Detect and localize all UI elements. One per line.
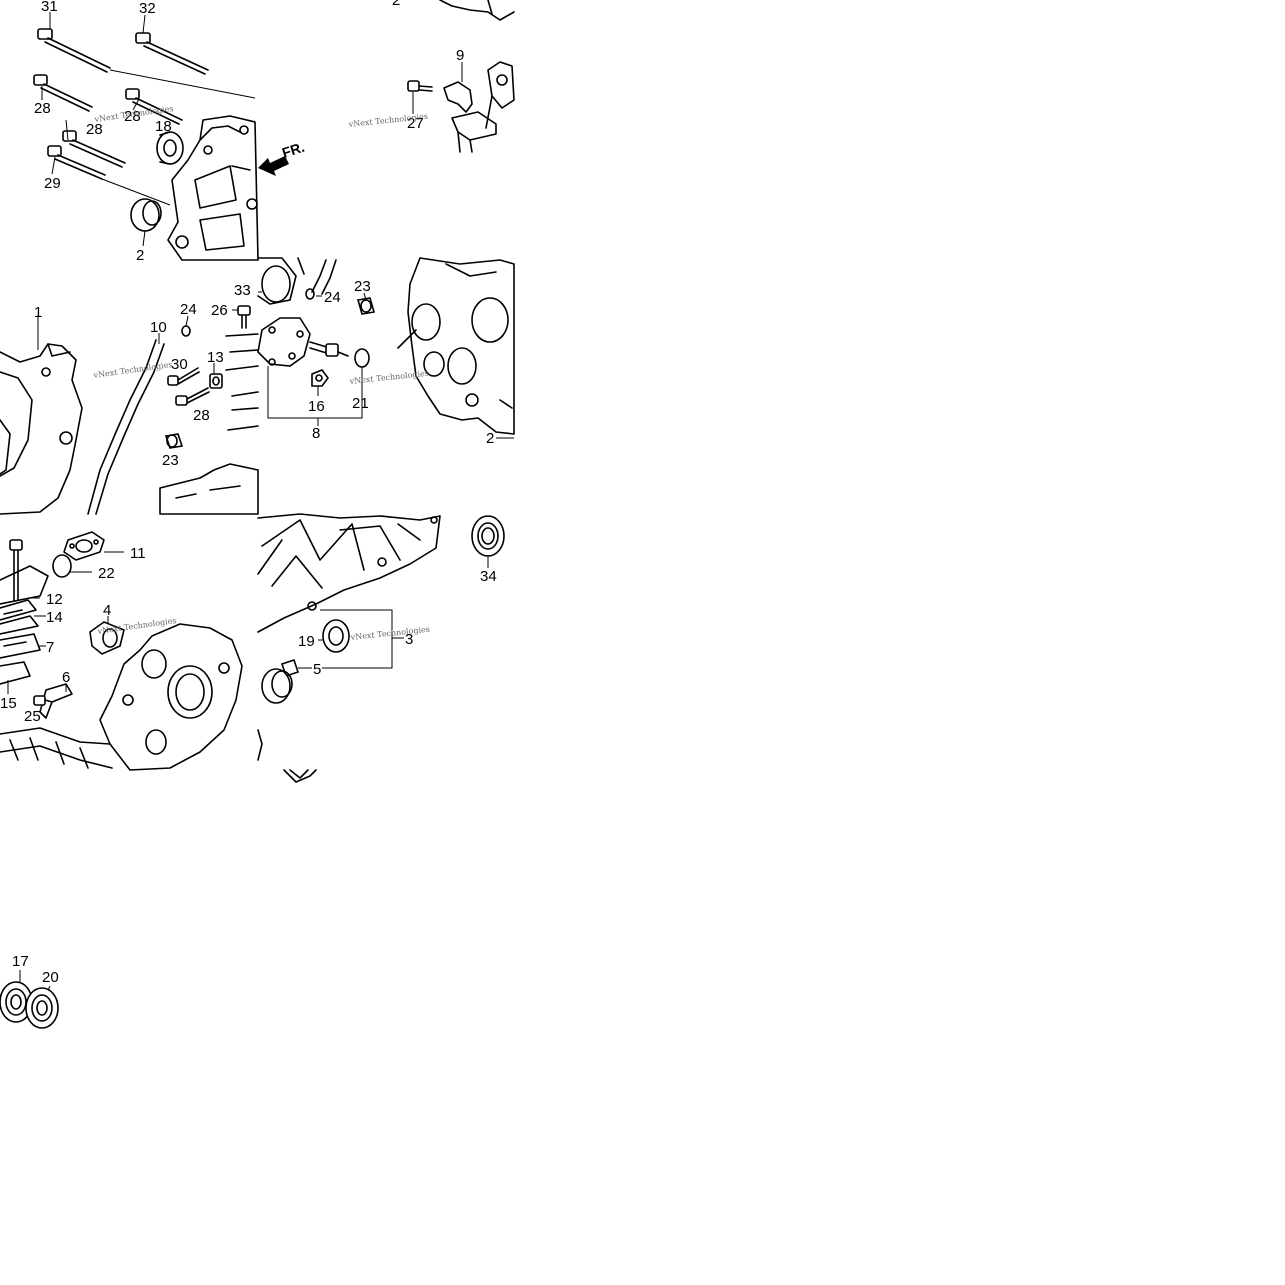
oil-seal — [156, 131, 184, 165]
callout-number: 29 — [44, 175, 61, 192]
crankcase-right — [397, 257, 515, 435]
callout-number: 26 — [211, 302, 228, 319]
dowel-pin — [356, 297, 376, 315]
tile-top-right: 2 9 27 vNext Technologies — [347, 0, 515, 153]
hose-clip — [305, 288, 315, 300]
callout-number: 20 — [42, 969, 59, 986]
crankcase-half — [167, 115, 259, 261]
callout-number: 4 — [103, 602, 111, 619]
bolt — [33, 695, 53, 706]
o-ring — [52, 554, 72, 578]
watermark: vNext Technologies — [349, 625, 430, 642]
callout-number: 25 — [24, 708, 41, 725]
bracket — [443, 61, 515, 153]
callout-number: 15 — [0, 695, 17, 712]
bushing — [130, 198, 162, 232]
callout-number: 30 — [171, 356, 188, 373]
callout-number: 27 — [407, 115, 424, 132]
bolt — [125, 88, 183, 125]
callout-number: 28 — [34, 100, 51, 117]
bushing — [261, 668, 293, 704]
callout-number: 2 — [136, 247, 144, 264]
callout-number: 22 — [98, 565, 115, 582]
crankcase-left — [0, 343, 83, 515]
callout-number: 7 — [46, 639, 54, 656]
callout-number: 19 — [298, 633, 315, 650]
tile-bottom-left: 11 22 12 14 4 7 6 15 25 vNext Technologi… — [0, 531, 243, 771]
callout-number: 24 — [324, 289, 341, 306]
guide — [209, 373, 223, 389]
breather-hose — [87, 339, 165, 515]
callout-number: 23 — [162, 452, 179, 469]
callout-number: 23 — [354, 278, 371, 295]
tile-lower-left: 17 20 — [0, 953, 59, 1029]
oil-pump — [257, 317, 349, 367]
callout-number: 17 — [12, 953, 29, 970]
callout-number: 21 — [352, 395, 369, 412]
callout-number: 10 — [150, 319, 167, 336]
hose-fitting — [167, 367, 200, 386]
callout-number: 33 — [234, 282, 251, 299]
callout-number: 5 — [313, 661, 321, 678]
bolt — [33, 74, 93, 112]
callout-number: 8 — [312, 425, 320, 442]
bolt — [47, 145, 106, 180]
callout-number: 24 — [180, 301, 197, 318]
callout-number: 1 — [34, 304, 42, 321]
gasket — [63, 531, 105, 561]
callout-number: 32 — [139, 0, 156, 17]
reed-valve-assembly — [0, 565, 49, 685]
tile-top-left: FR. 31 32 28 28 18 28 29 2 vNext Technol… — [33, 0, 306, 264]
bolt — [135, 32, 209, 75]
callout-number: 12 — [46, 591, 63, 608]
crankcase-half — [0, 623, 243, 771]
nut — [311, 369, 329, 387]
bolt — [407, 80, 433, 92]
dowel-pin — [164, 433, 184, 449]
bolt — [62, 130, 126, 168]
ball-bearing — [25, 987, 59, 1029]
callout-number: 18 — [155, 118, 172, 135]
bolt — [237, 305, 251, 329]
callout-number: 14 — [46, 609, 63, 626]
callout-number: 6 — [62, 669, 70, 686]
o-ring — [354, 348, 370, 368]
watermark: vNext Technologies — [348, 369, 429, 386]
callout-number: 13 — [207, 349, 224, 366]
front-direction-label: FR. — [280, 139, 306, 161]
callout-number: 34 — [480, 568, 497, 585]
bolt — [175, 387, 210, 406]
front-direction-arrow — [258, 156, 289, 176]
crankcase-lattice — [257, 513, 441, 633]
callout-number: 28 — [124, 108, 141, 125]
bushing — [89, 621, 125, 655]
callout-number: 28 — [86, 121, 103, 138]
tile-middle-left: 1 10 24 26 30 13 28 23 vNext Technologie… — [0, 301, 259, 515]
callout-number: 28 — [193, 407, 210, 424]
callout-number: 16 — [308, 398, 325, 415]
tile-bottom-right: 19 3 5 34 vNext Technologies — [257, 513, 505, 783]
tile-middle-right: 33 24 23 16 21 8 2 vNext Technologies — [234, 257, 515, 447]
bolt — [37, 28, 111, 73]
hose-clip — [181, 325, 191, 337]
ball-bearing — [471, 515, 505, 557]
oil-seal — [322, 619, 350, 653]
callout-number: 3 — [405, 631, 413, 648]
watermark: vNext Technologies — [92, 360, 173, 380]
callout-number: 2 — [392, 0, 400, 9]
callout-number: 11 — [130, 545, 146, 562]
callout-number: 31 — [41, 0, 58, 15]
callout-number: 9 — [456, 47, 464, 64]
callout-number: 2 — [486, 430, 494, 447]
